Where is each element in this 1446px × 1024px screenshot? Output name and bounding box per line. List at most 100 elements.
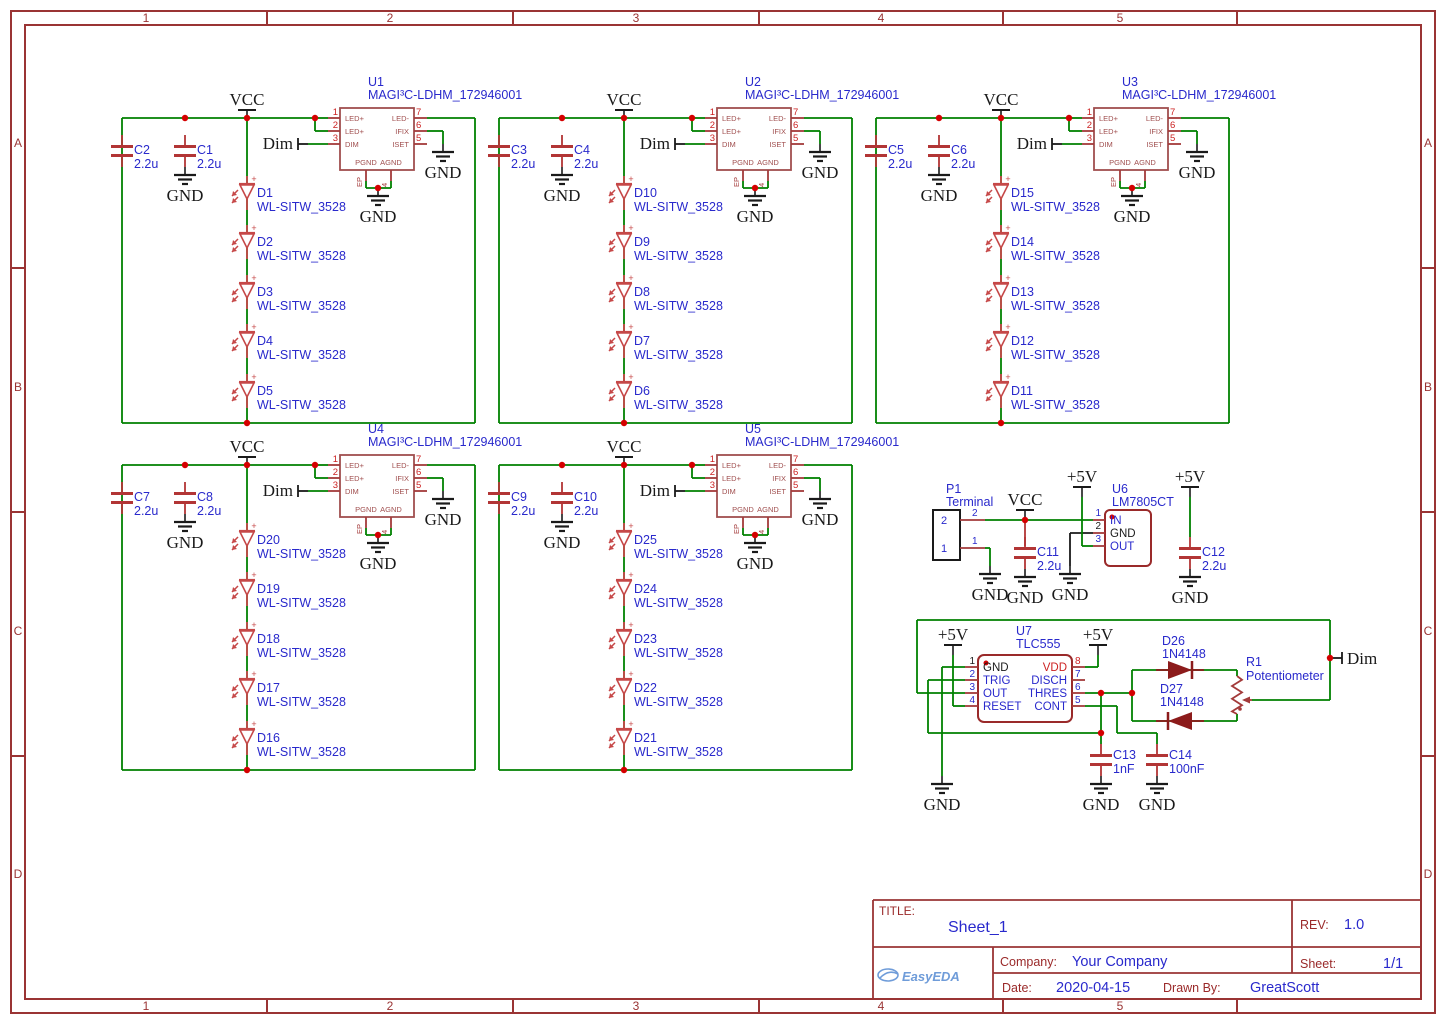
pin-number: 5 <box>1075 695 1081 706</box>
capacitor-symbol[interactable] <box>551 482 573 514</box>
led-symbol[interactable]: + <box>985 273 1011 309</box>
capacitor-symbol[interactable] <box>174 135 196 167</box>
gnd-symbol[interactable]: GND <box>360 188 397 226</box>
gnd-symbol[interactable]: GND <box>802 144 839 182</box>
pin-name: LED+ <box>722 474 742 483</box>
capacitor-symbol[interactable] <box>865 135 887 167</box>
power-symbol[interactable]: +5V <box>1067 467 1098 497</box>
gnd-symbol[interactable]: GND <box>1052 566 1089 604</box>
led-symbol[interactable]: + <box>608 223 634 259</box>
led-triangle <box>615 531 633 548</box>
gnd-symbol[interactable]: GND <box>167 167 204 205</box>
capacitor-symbol[interactable] <box>111 135 133 167</box>
gnd-symbol[interactable]: GND <box>921 167 958 205</box>
capacitor-symbol[interactable] <box>488 135 510 167</box>
gnd-symbol[interactable]: GND <box>1179 144 1216 182</box>
power-symbol[interactable]: VCC <box>230 437 265 467</box>
gnd-symbol[interactable]: GND <box>167 514 204 552</box>
diode-symbol[interactable] <box>1156 712 1204 730</box>
led-symbol[interactable]: + <box>985 223 1011 259</box>
led-symbol[interactable]: + <box>608 620 634 656</box>
led-symbol[interactable]: + <box>608 273 634 309</box>
power-symbol[interactable]: VCC <box>1008 490 1043 520</box>
led-symbol[interactable]: + <box>985 174 1011 210</box>
gnd-symbol[interactable]: GND <box>1114 188 1151 226</box>
led-symbol[interactable]: + <box>231 322 257 358</box>
gnd-symbol[interactable]: GND <box>972 566 1009 604</box>
pin-number: 3 <box>333 480 338 491</box>
capacitor-symbol[interactable] <box>488 482 510 514</box>
led-symbol[interactable]: + <box>608 174 634 210</box>
drawn-by-value: GreatScott <box>1250 980 1319 996</box>
led-symbol[interactable]: + <box>985 372 1011 408</box>
gnd-symbol[interactable]: GND <box>1172 569 1209 607</box>
gnd-symbol[interactable]: GND <box>425 144 462 182</box>
gnd-symbol[interactable]: GND <box>737 535 774 573</box>
led-symbol[interactable]: + <box>231 719 257 755</box>
led-symbol[interactable]: + <box>231 570 257 606</box>
led-symbol[interactable]: + <box>231 620 257 656</box>
led-symbol[interactable]: + <box>608 372 634 408</box>
capacitor-symbol[interactable] <box>174 482 196 514</box>
led-symbol[interactable]: + <box>608 521 634 557</box>
gnd-symbol[interactable]: GND <box>924 776 961 814</box>
junction-dot <box>1021 516 1029 524</box>
led-symbol[interactable]: + <box>231 273 257 309</box>
net-flag-dim[interactable]: Dim <box>263 134 308 153</box>
pin-name: GND <box>983 662 1009 674</box>
net-label-power: VCC <box>230 90 265 109</box>
component-ref: D16 <box>257 731 280 745</box>
gnd-symbol[interactable]: GND <box>360 535 397 573</box>
capacitor-symbol[interactable] <box>111 482 133 514</box>
gnd-symbol[interactable]: GND <box>1139 776 1176 814</box>
capacitor-symbol[interactable] <box>1014 537 1036 569</box>
gnd-symbol[interactable]: GND <box>544 167 581 205</box>
net-flag-dim[interactable]: Dim <box>1017 134 1062 153</box>
power-symbol[interactable]: VCC <box>984 90 1019 120</box>
capacitor-symbol[interactable] <box>1146 744 1168 776</box>
led-symbol[interactable]: + <box>231 174 257 210</box>
gnd-symbol[interactable]: GND <box>1083 776 1120 814</box>
power-symbol[interactable]: +5V <box>938 625 969 655</box>
led-symbol[interactable]: + <box>231 521 257 557</box>
capacitor-symbol[interactable] <box>1179 537 1201 569</box>
net-flag-dim[interactable]: Dim <box>263 481 308 500</box>
pin-name: DISCH <box>1031 675 1067 687</box>
gnd-symbol[interactable]: GND <box>544 514 581 552</box>
gnd-symbol[interactable]: GND <box>425 491 462 529</box>
power-symbol[interactable]: +5V <box>1083 625 1114 655</box>
gnd-symbol[interactable]: GND <box>1007 569 1044 607</box>
led-symbol[interactable]: + <box>231 223 257 259</box>
led-symbol[interactable]: + <box>608 669 634 705</box>
led-symbol[interactable]: + <box>231 372 257 408</box>
component-value: 2.2u <box>1202 559 1226 573</box>
gnd-symbol[interactable]: GND <box>737 188 774 226</box>
power-symbol[interactable]: +5V <box>1175 467 1206 497</box>
capacitor-symbol[interactable] <box>928 135 950 167</box>
net-flag-dim[interactable]: Dim <box>1330 649 1377 668</box>
potentiometer-symbol[interactable] <box>1230 675 1252 715</box>
led-symbol[interactable]: + <box>231 669 257 705</box>
junction-dot <box>374 531 382 539</box>
pin-name: PGND <box>355 505 377 514</box>
led-arrow-head <box>232 637 237 642</box>
net-flag-dim[interactable]: Dim <box>640 481 685 500</box>
gnd-symbol[interactable]: GND <box>802 491 839 529</box>
led-symbol[interactable]: + <box>608 322 634 358</box>
led-symbol[interactable]: + <box>608 570 634 606</box>
capacitor-symbol[interactable] <box>551 135 573 167</box>
diode-symbol[interactable] <box>1156 661 1204 679</box>
led-symbol[interactable]: + <box>608 719 634 755</box>
net-flag-dim[interactable]: Dim <box>640 134 685 153</box>
net-label-dim: Dim <box>263 134 293 153</box>
capacitor-symbol[interactable] <box>1090 744 1112 776</box>
led-symbol[interactable]: + <box>985 322 1011 358</box>
